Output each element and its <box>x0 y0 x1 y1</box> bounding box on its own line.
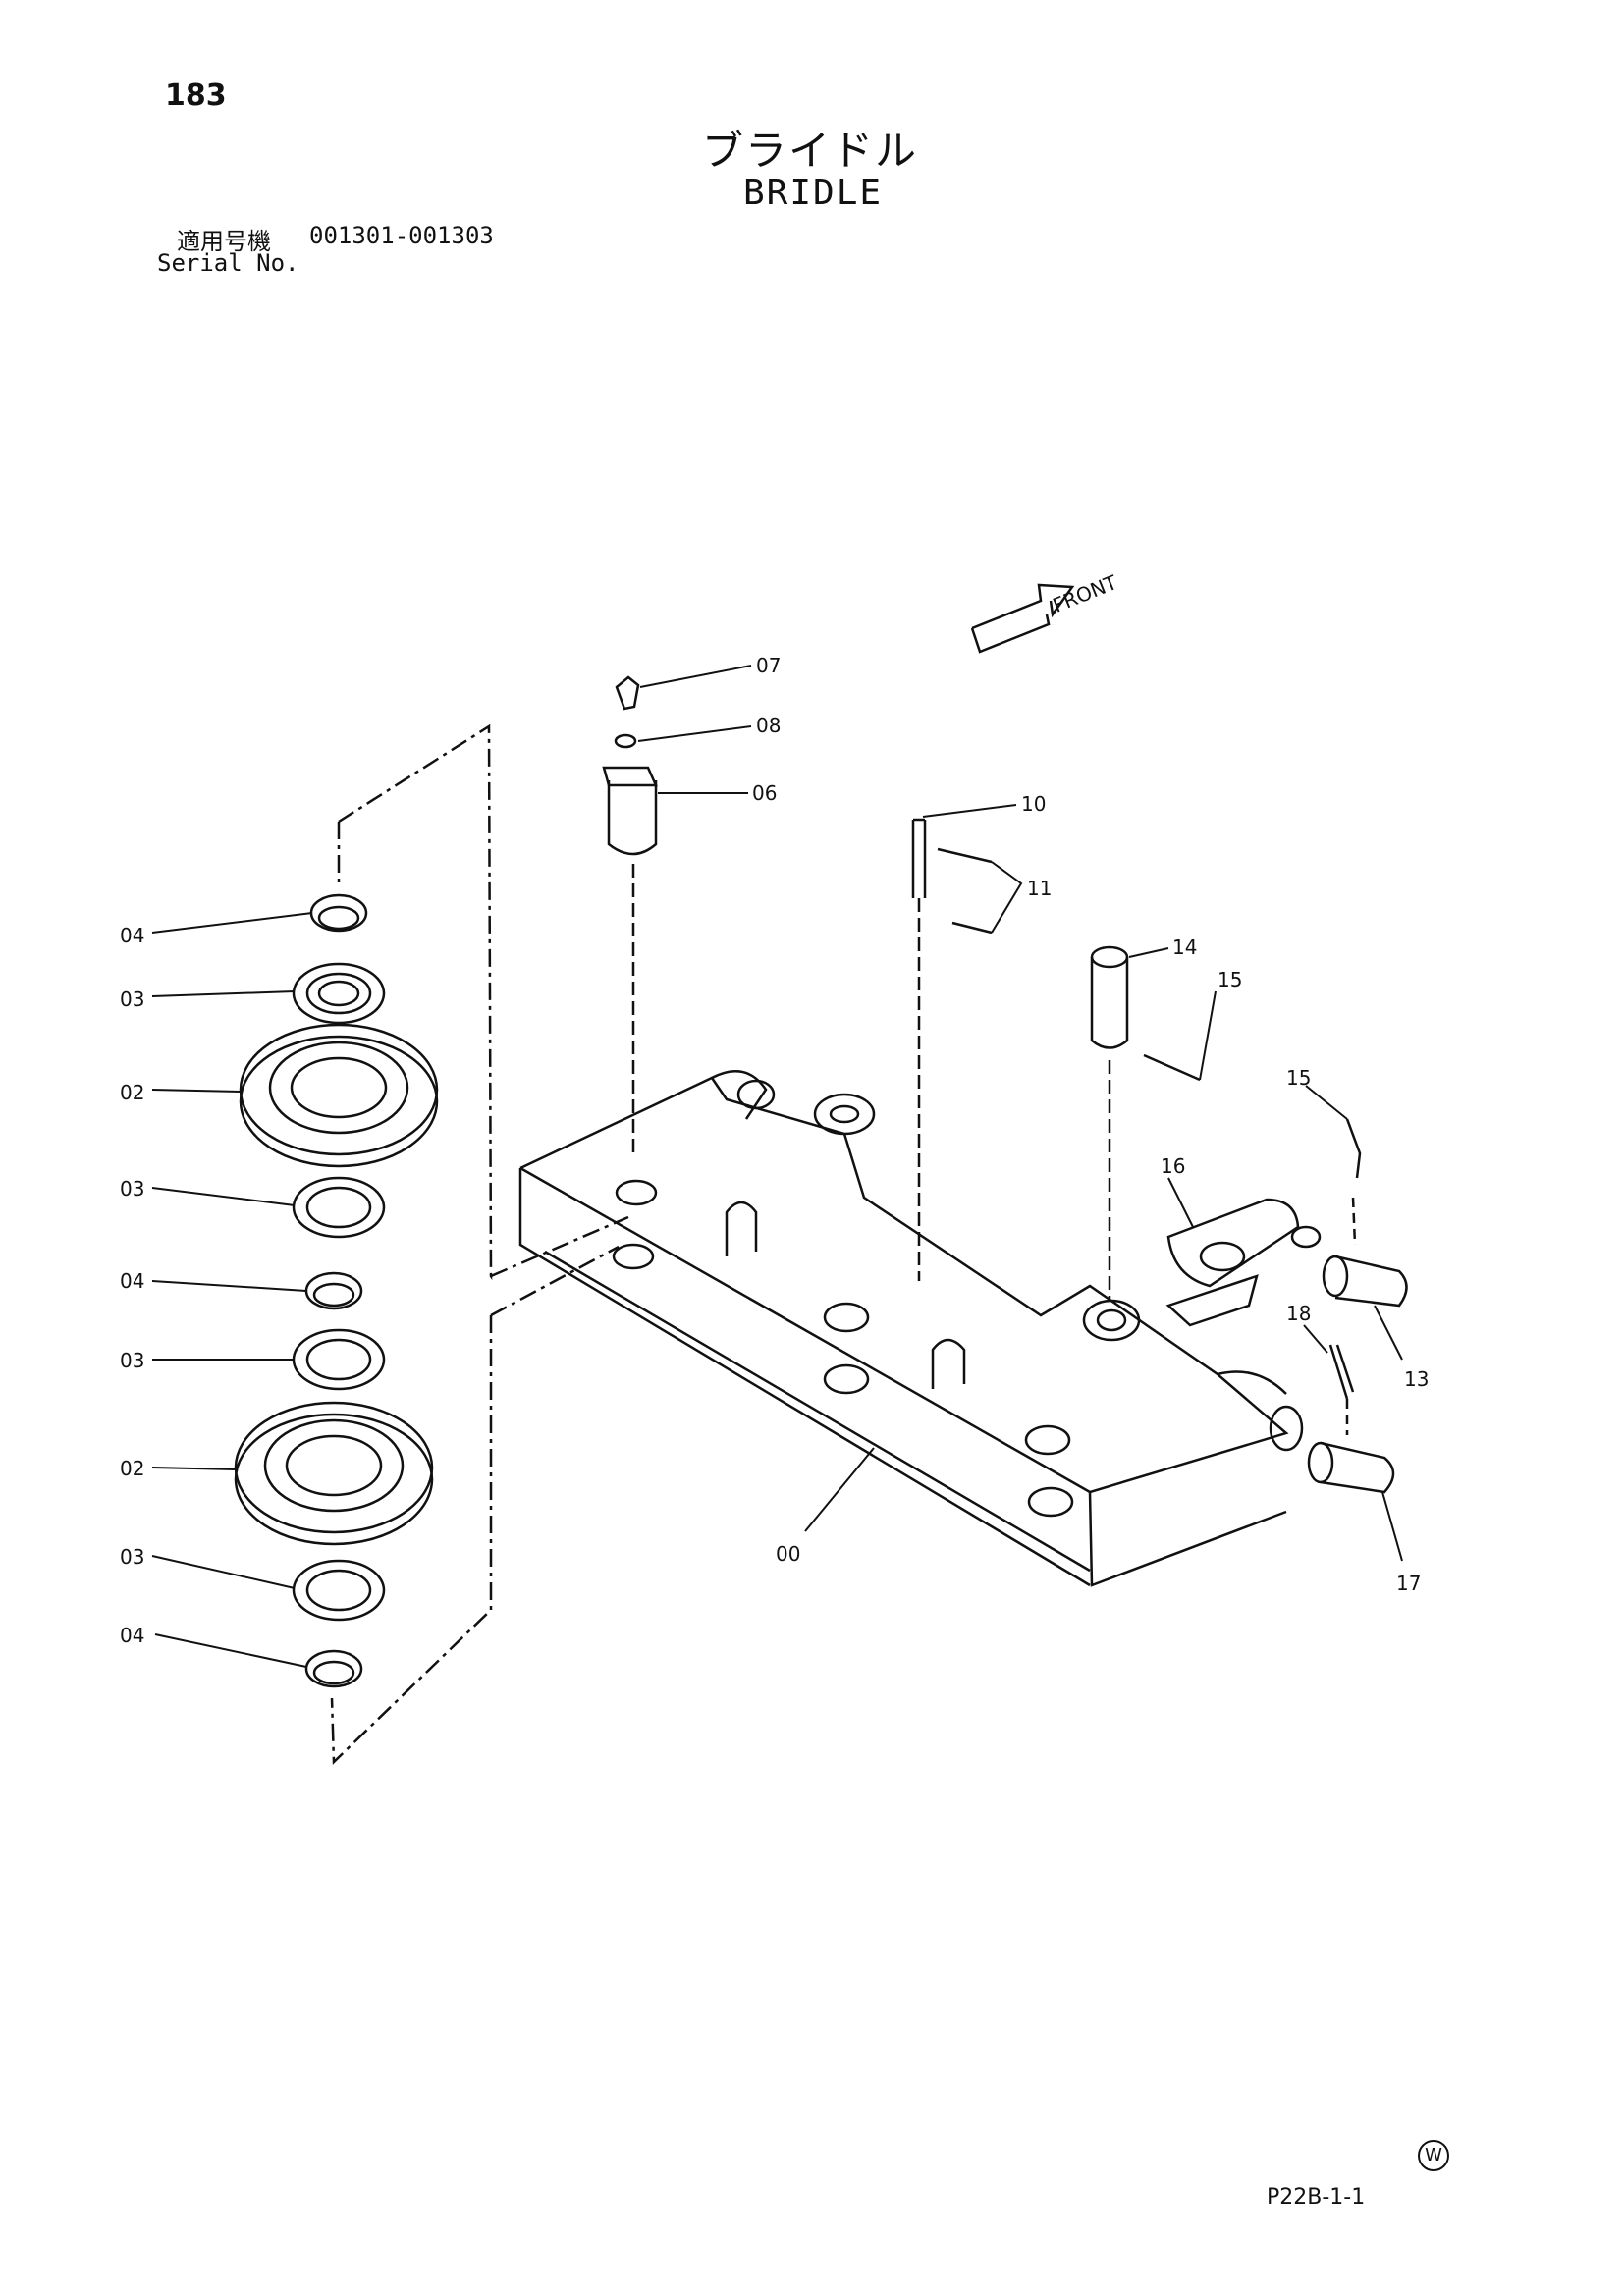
ring-04-top <box>309 893 368 933</box>
serial-label-japanese: 適用号機 <box>177 228 271 255</box>
sheave-02-b <box>234 1401 434 1534</box>
bearing-03-b <box>292 1176 386 1239</box>
callout-03-c: 03 <box>120 1349 144 1372</box>
bracket-line-lower <box>330 1315 493 1765</box>
callout-17: 17 <box>1396 1572 1421 1595</box>
pin-17 <box>1320 1441 1395 1494</box>
sheave-02-a-groove <box>268 1041 409 1135</box>
bearing-03-d-inner <box>305 1569 372 1612</box>
ring-04-bottom <box>304 1649 363 1688</box>
bracket-16 <box>1165 1198 1322 1327</box>
sheave-02-a-hub <box>290 1056 388 1119</box>
bracket-line-upper <box>338 723 493 1281</box>
callout-06: 06 <box>752 781 777 805</box>
figure-code: P22B-1-1 <box>1267 2185 1366 2210</box>
sheave-02-b-hub <box>285 1434 383 1497</box>
watermark-w-icon: W <box>1418 2140 1449 2171</box>
callout-02-b: 02 <box>120 1457 144 1480</box>
pin-15-a <box>1143 1053 1201 1082</box>
bearing-03-a-bore <box>317 980 360 1007</box>
front-label: FRONT <box>1050 570 1121 617</box>
callout-02-a: 02 <box>120 1081 144 1104</box>
ring-04-top-inner <box>317 905 360 931</box>
callout-08: 08 <box>756 714 781 737</box>
pin-06 <box>607 780 658 856</box>
callout-14: 14 <box>1172 935 1197 959</box>
callout-15-b: 15 <box>1286 1066 1311 1090</box>
pin-06-head <box>602 766 658 787</box>
callout-04-a: 04 <box>120 924 144 947</box>
callout-13: 13 <box>1404 1367 1429 1391</box>
pin-14-head <box>1090 945 1129 969</box>
washer-08 <box>614 733 637 749</box>
cotter-11-b <box>951 921 993 934</box>
serial-label-english: Serial No. <box>157 249 299 277</box>
ring-04-bottom-inner <box>312 1660 355 1685</box>
bearing-03-d <box>292 1559 386 1622</box>
sheave-02-a <box>239 1023 439 1156</box>
callout-15-a: 15 <box>1218 968 1242 991</box>
bolt-07 <box>615 675 640 711</box>
callout-03-a: 03 <box>120 988 144 1011</box>
pin-13 <box>1334 1255 1408 1308</box>
front-arrow <box>970 583 1075 654</box>
cotter-11-a <box>937 847 993 864</box>
callout-04-c: 04 <box>120 1624 144 1647</box>
callout-11: 11 <box>1027 877 1052 900</box>
bearing-03-b-inner <box>305 1186 372 1229</box>
bridle-frame <box>518 1070 1304 1587</box>
title-english: BRIDLE <box>743 173 884 213</box>
callout-18: 18 <box>1286 1302 1311 1325</box>
callout-03-b: 03 <box>120 1177 144 1201</box>
clip-18 <box>1328 1344 1355 1400</box>
callout-04-b: 04 <box>120 1269 144 1293</box>
sheave-02-b-groove <box>263 1418 405 1513</box>
bearing-03-a <box>292 962 386 1025</box>
bracket-link-upper <box>490 1215 629 1278</box>
pin-15-b <box>1345 1118 1362 1179</box>
bearing-03-c-inner <box>305 1338 372 1381</box>
page-number: 183 <box>165 79 227 113</box>
bearing-03-a-inner <box>305 972 372 1015</box>
serial-range: 001301-001303 <box>309 222 494 249</box>
callout-00: 00 <box>776 1542 800 1566</box>
title-japanese: ブライドル <box>702 127 919 175</box>
callout-07: 07 <box>756 654 781 677</box>
callout-10: 10 <box>1021 792 1046 816</box>
sheave-02-a-back <box>239 1035 439 1168</box>
sheave-02-b-back <box>234 1413 434 1546</box>
callout-03-d: 03 <box>120 1545 144 1569</box>
bracket-link-lower <box>490 1245 620 1317</box>
pin-14 <box>1090 957 1129 1049</box>
ring-04-mid-inner <box>312 1282 355 1308</box>
callout-16: 16 <box>1161 1154 1185 1178</box>
leader-lines <box>151 665 1403 1668</box>
